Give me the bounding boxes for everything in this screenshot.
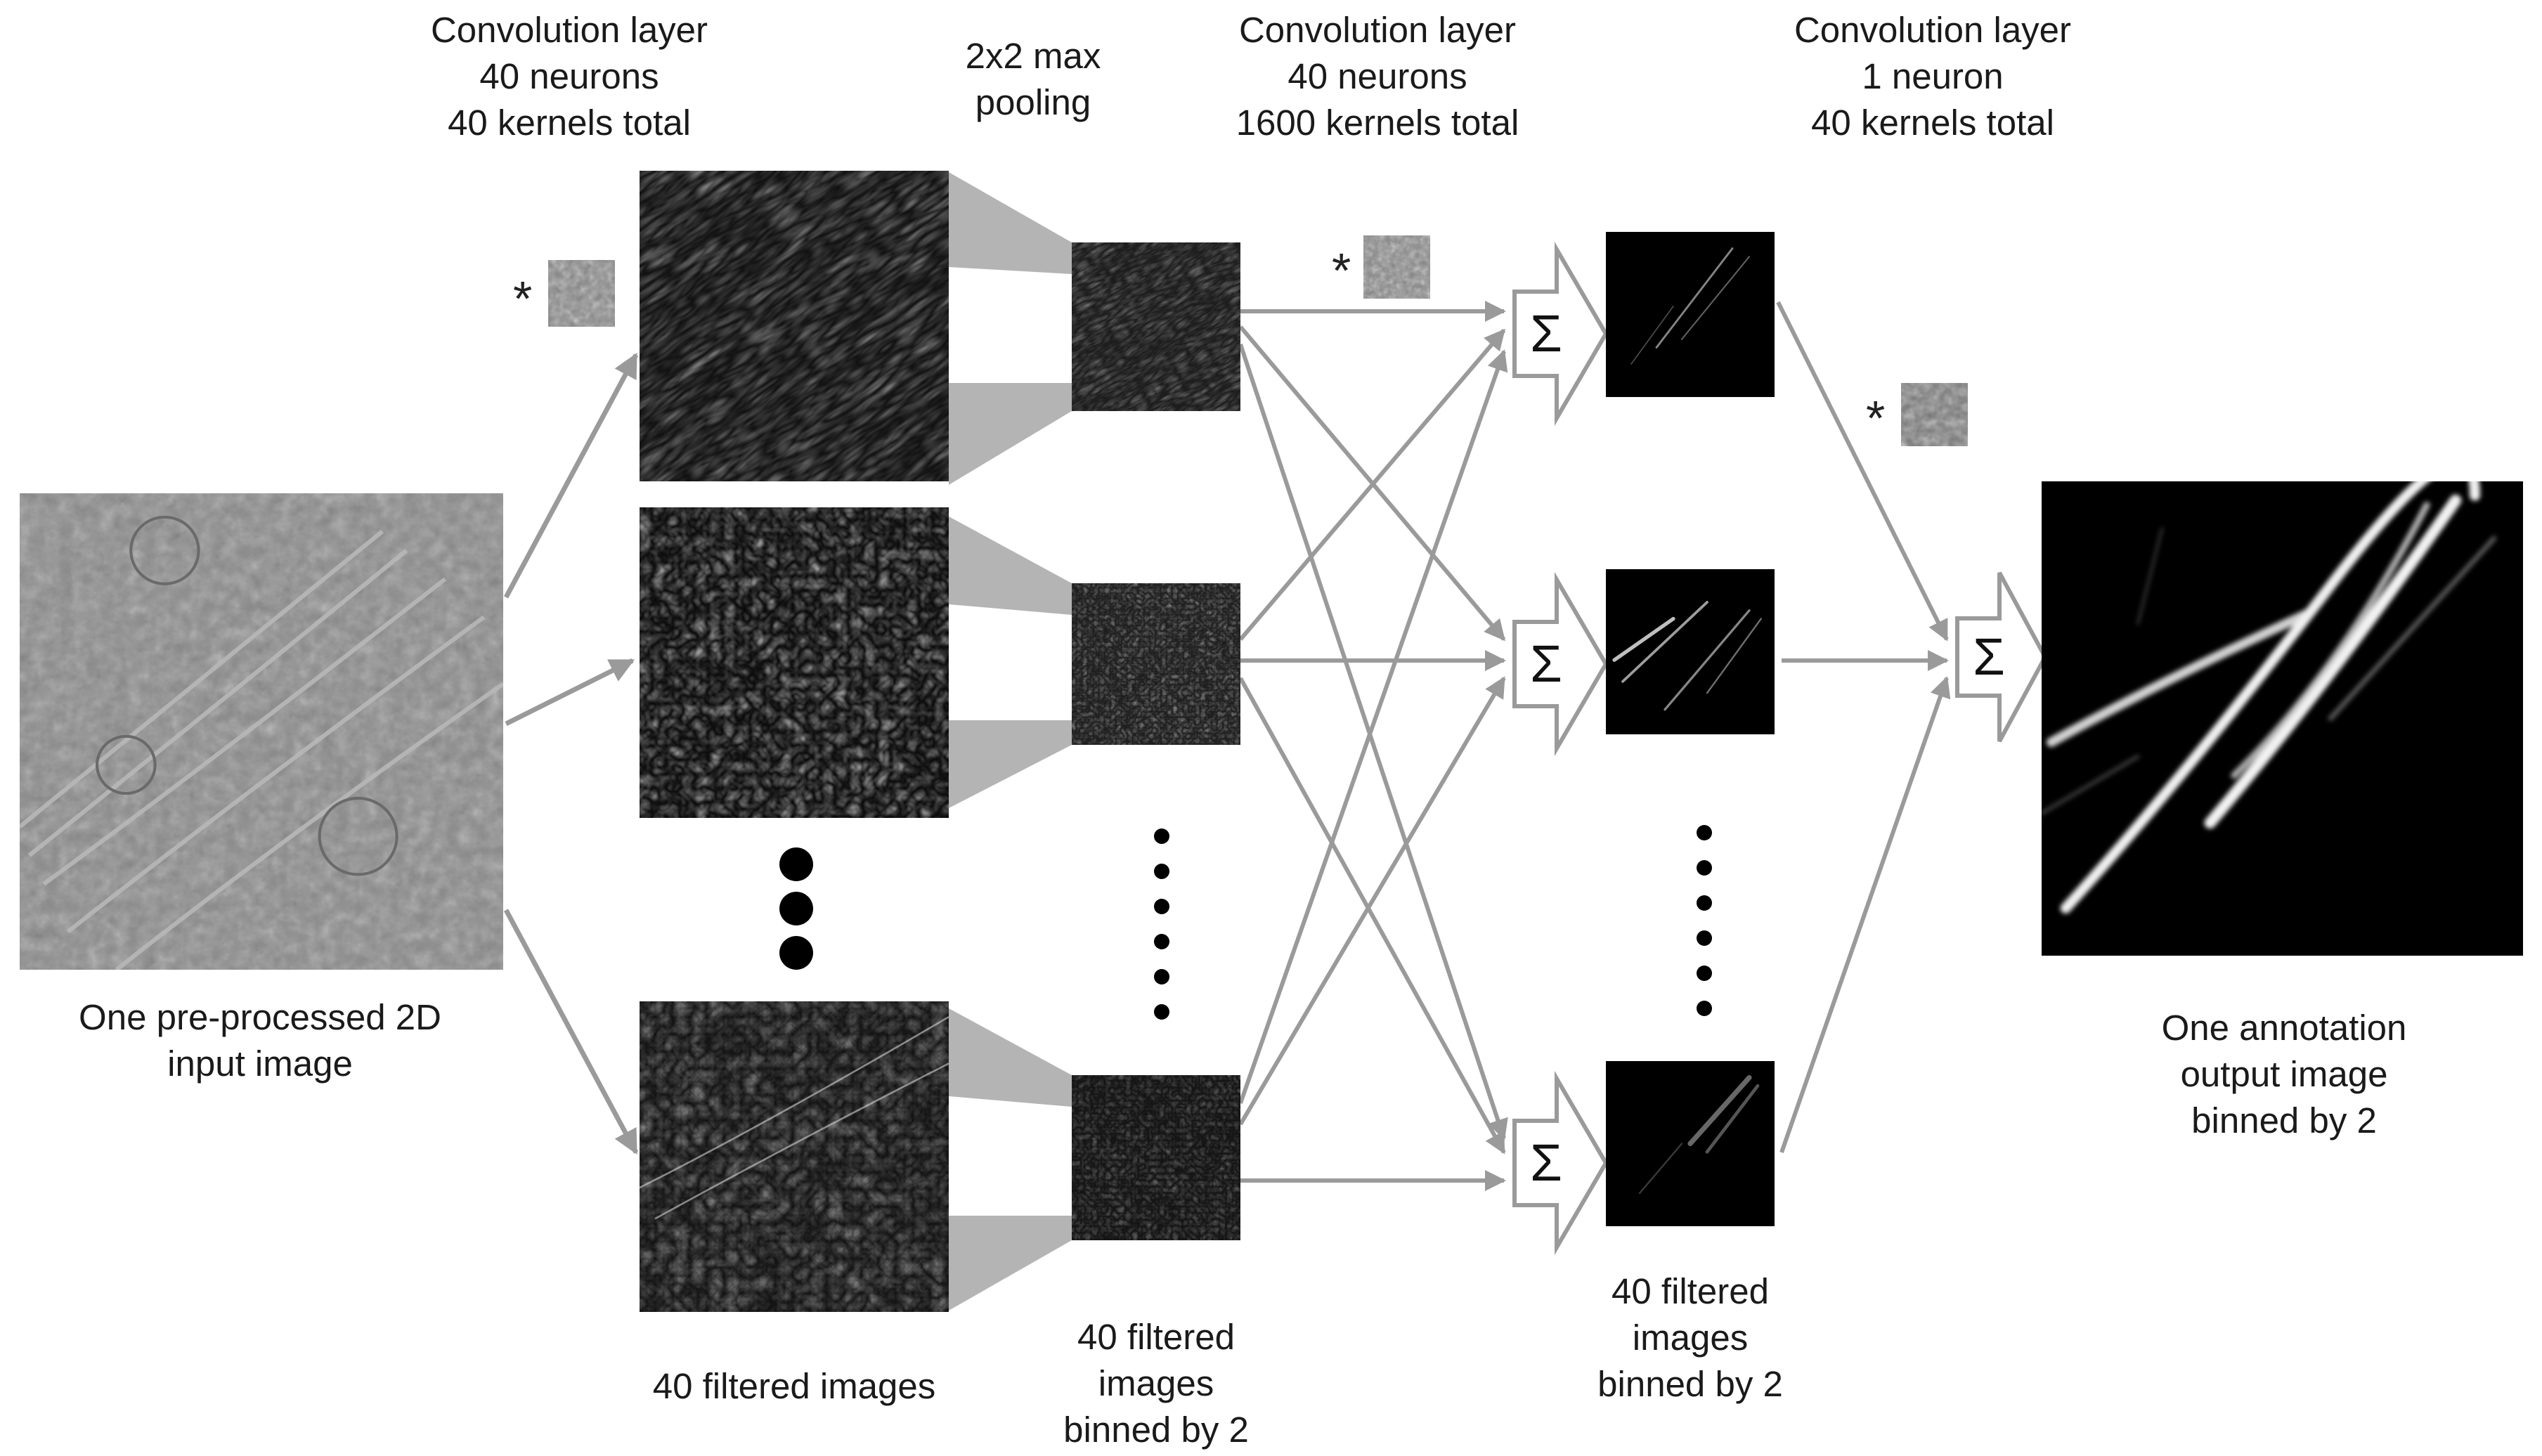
conv2-feature-map-2: [1606, 569, 1775, 734]
kernel-thumbnail-icon: [1901, 383, 1968, 446]
header-conv2-line3: 1600 kernels total: [1236, 103, 1519, 143]
arrow-input-to-bot: [503, 909, 639, 1155]
small-dot: [1154, 969, 1169, 984]
arrow-input-to-mid: [505, 658, 635, 727]
small-dot: [1154, 864, 1169, 879]
small-dot: [1697, 1001, 1712, 1016]
caption-filtered-images: 40 filtered images: [611, 1363, 977, 1410]
funnel-top-upper: [949, 172, 1072, 274]
sum-arrow-icon: [1512, 1070, 1609, 1256]
big-dot: [779, 936, 813, 970]
caption-filtered2-line2: images: [1632, 1318, 1749, 1358]
caption-filtered-line1: 40 filtered images: [652, 1366, 936, 1406]
caption-output-image: One annotation output image binned by 2: [2122, 1005, 2446, 1144]
conv1-feature-map-3: [640, 1001, 949, 1312]
sum-symbol-3: Σ: [1530, 1133, 1562, 1192]
link-p3-s1: [1238, 349, 1508, 1104]
caption-pooled-line1: 40 filtered: [1077, 1317, 1235, 1357]
header-conv3-line3: 40 kernels total: [1811, 103, 2054, 143]
sum-symbol-final: Σ: [1973, 628, 2005, 686]
caption-filtered2-line1: 40 filtered: [1612, 1271, 1769, 1311]
big-dot: [779, 847, 813, 881]
cross-connections: [1238, 301, 1508, 1191]
funnel-mid-upper: [949, 516, 1072, 615]
caption-output-line2: output image: [2180, 1054, 2388, 1094]
link-p2-s3: [1238, 677, 1506, 1155]
caption-input-line1: One pre-processed 2D: [79, 997, 441, 1037]
caption-pooled-line3: binned by 2: [1063, 1410, 1249, 1450]
sum-symbol-2: Σ: [1530, 635, 1562, 693]
sum-symbol-1: Σ: [1530, 304, 1562, 363]
small-dot: [1154, 899, 1169, 914]
header-conv2-line1: Convolution layer: [1238, 10, 1517, 50]
link-p1-s3: [1238, 344, 1508, 1140]
small-dot: [1154, 934, 1169, 949]
sum-arrow-icon: [1512, 241, 1609, 427]
link-p3-s2: [1238, 676, 1506, 1126]
arrow-input-to-top: [503, 352, 639, 599]
big-dot: [779, 892, 813, 925]
caption-output-line3: binned by 2: [2191, 1100, 2377, 1140]
header-conv-layer-2: Convolution layer 40 neurons 1600 kernel…: [1146, 7, 1609, 146]
funnel-bot-lower: [949, 1216, 1072, 1311]
caption-input-line2: input image: [167, 1044, 353, 1084]
ellipsis-dots-icon: [779, 825, 1712, 1020]
conv2-feature-map-3: [1606, 1061, 1775, 1226]
conv1-feature-map-1: [640, 171, 949, 481]
header-conv3-line1: Convolution layer: [1794, 10, 2072, 50]
funnel-mid-lower: [949, 720, 1072, 808]
input-arrows: [503, 352, 639, 1155]
header-max-pooling: 2x2 max pooling: [893, 33, 1174, 126]
input-image: [20, 493, 503, 970]
header-conv-layer-1: Convolution layer 40 neurons 40 kernels …: [372, 7, 766, 146]
kernel-thumbnail-icon: [548, 260, 615, 327]
header-conv1-line1: Convolution layer: [430, 10, 708, 50]
link-f1-final: [1776, 301, 1949, 642]
sum-arrow-icon: [1512, 571, 1609, 757]
conv2-feature-map-1: [1606, 232, 1775, 397]
small-dot: [1154, 1004, 1169, 1020]
sum-symbols: Σ Σ Σ Σ: [1530, 304, 2005, 1192]
small-dot: [1697, 860, 1712, 876]
header-conv1-line2: 40 neurons: [479, 56, 659, 96]
sum-arrow-icon: [1955, 571, 2048, 743]
final-connections: [1776, 301, 1951, 1153]
small-dot: [1154, 828, 1169, 844]
caption-input-image: One pre-processed 2D input image: [28, 994, 492, 1087]
header-conv1-line3: 40 kernels total: [448, 103, 691, 143]
header-conv-layer-3: Convolution layer 1 neuron 40 kernels to…: [1722, 7, 2144, 146]
kernel-thumbnail-icon: [1363, 235, 1430, 299]
header-pool-line2: pooling: [975, 82, 1091, 122]
convolve-symbol-3: *: [1866, 391, 1886, 446]
conv1-feature-map-2: [640, 507, 949, 818]
pooled-feature-map-1: [1072, 242, 1240, 411]
link-f3-final: [1779, 676, 1951, 1153]
header-conv3-line2: 1 neuron: [1862, 56, 2004, 96]
pooled-feature-map-3: [1072, 1075, 1240, 1240]
header-conv2-line2: 40 neurons: [1288, 56, 1467, 96]
small-dot: [1697, 895, 1712, 911]
convolve-symbol-1: *: [513, 271, 533, 326]
caption-pooled-line2: images: [1098, 1363, 1214, 1403]
link-p2-s1: [1238, 328, 1506, 641]
caption-filtered2-images: 40 filtered images binned by 2: [1546, 1268, 1834, 1408]
small-dot: [1697, 930, 1712, 946]
convolve-symbol-2: *: [1332, 243, 1351, 298]
pooling-funnels: [949, 172, 1072, 1311]
sum-arrows: [1512, 241, 2048, 1256]
pooled-feature-map-2: [1072, 583, 1240, 745]
output-annotation-image: [2042, 481, 2523, 956]
caption-output-line1: One annotation: [2161, 1008, 2407, 1048]
caption-filtered2-line3: binned by 2: [1597, 1364, 1783, 1404]
small-dot: [1697, 825, 1712, 840]
small-dot: [1697, 966, 1712, 981]
funnel-bot-upper: [949, 1008, 1072, 1107]
caption-pooled-images: 40 filtered images binned by 2: [1012, 1314, 1300, 1453]
funnel-top-lower: [949, 383, 1072, 485]
header-pool-line1: 2x2 max: [965, 36, 1101, 76]
